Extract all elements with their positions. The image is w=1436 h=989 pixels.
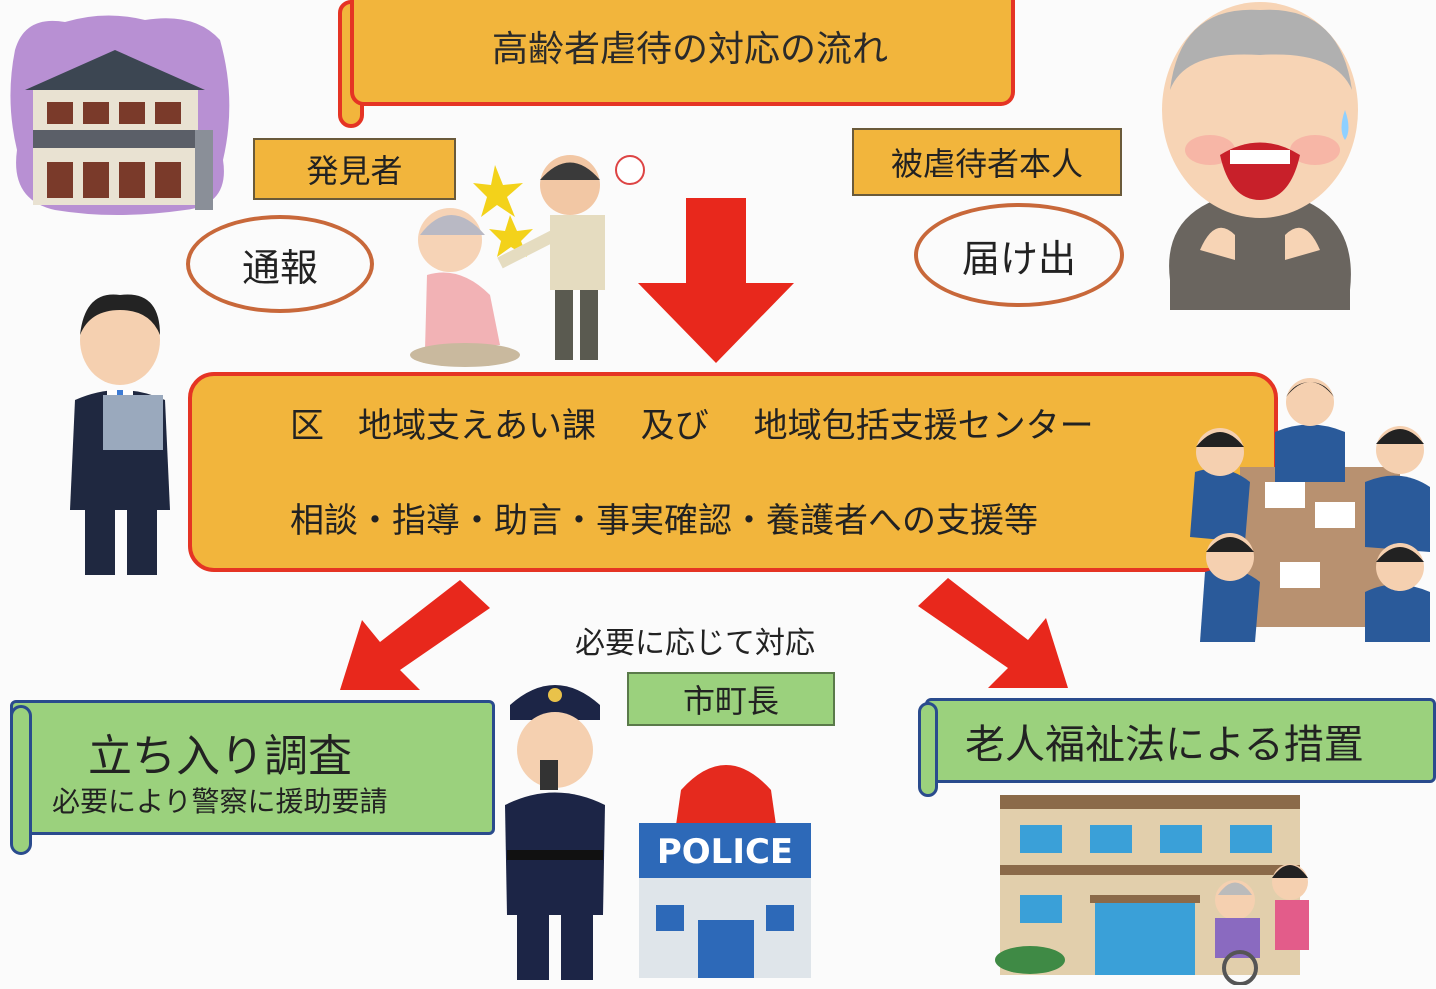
reporter-label: 発見者 — [253, 138, 456, 200]
apartment-illustration — [10, 15, 230, 215]
notification-oval: 届け出 — [914, 203, 1124, 307]
left-diagonal-arrow — [340, 580, 490, 690]
staff-officer-illustration — [70, 294, 170, 575]
report-oval: 通報 — [186, 215, 374, 313]
on-site-inspection-title: 立ち入り調査 — [88, 731, 352, 782]
abuse-scene-illustration — [410, 155, 645, 367]
meeting-illustration — [1190, 378, 1430, 642]
scroll-roll-left — [10, 705, 32, 855]
mayor-label: 市町長 — [627, 672, 835, 726]
on-site-inspection-subtitle: 必要により警察に援助要請 — [52, 785, 388, 818]
police-station-illustration: POLICE — [639, 765, 811, 978]
victim-label: 被虐待者本人 — [852, 128, 1122, 196]
on-site-inspection-scroll — [10, 700, 495, 835]
title-banner — [350, 0, 1015, 106]
police-sign-text: POLICE — [657, 832, 793, 872]
scroll-roll-right — [918, 702, 938, 797]
right-diagonal-arrow — [918, 578, 1068, 688]
care-facility-illustration — [995, 795, 1309, 985]
center-box-line2: 相談・指導・助言・事実確認・養護者への支援等 — [290, 501, 1038, 541]
center-box-line1: 区 地域支えあい課 及び 地域包括支援センター — [290, 406, 1094, 446]
as-needed-text: 必要に応じて対応 — [575, 626, 815, 661]
elderly-victim-illustration — [1162, 2, 1358, 310]
center-box — [188, 372, 1278, 572]
welfare-measure-scroll — [925, 698, 1436, 783]
welfare-measure-title: 老人福祉法による措置 — [965, 722, 1364, 768]
police-officer-illustration — [505, 685, 605, 980]
down-arrow — [638, 198, 794, 363]
page-title: 高齢者虐待の対応の流れ — [491, 29, 888, 70]
